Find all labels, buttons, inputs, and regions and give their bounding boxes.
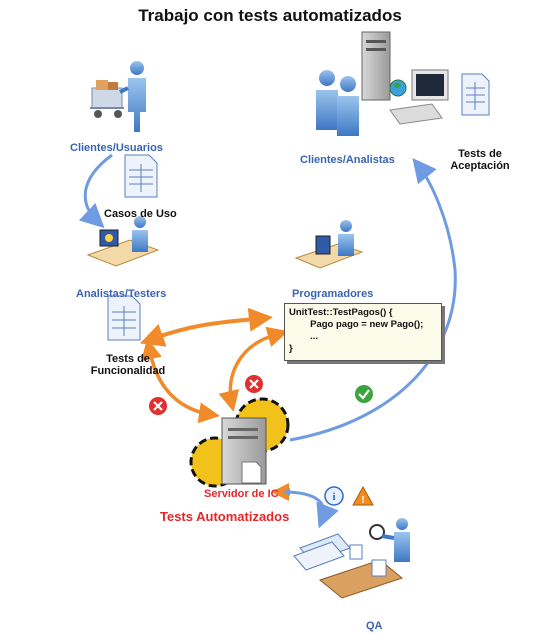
arrow-servidor-to-clientes <box>289 157 457 442</box>
label-servidor-ic: Servidor de IC <box>204 488 279 500</box>
label-tests-aceptacion-line2: Aceptación <box>450 160 510 172</box>
label-clientes-analistas: Clientes/Analistas <box>300 154 395 166</box>
label-tests-aceptacion: Tests de Aceptación <box>440 148 520 172</box>
arrow-funcionalidad-servidor <box>141 338 220 424</box>
qa-conveyor-icon <box>293 518 410 599</box>
arrow-funcionalidad-programadores <box>139 307 273 347</box>
error-icon <box>149 397 167 415</box>
label-tests-funcionalidad-line1: Tests de <box>106 353 150 365</box>
functionality-test-document-icon <box>107 295 141 341</box>
warning-icon: ! <box>352 485 374 506</box>
arrow-programadores-servidor <box>218 326 289 412</box>
error-icon <box>245 375 263 393</box>
checkmark-circle-icon <box>355 385 373 403</box>
code-line-1: UnitTest::TestPagos() { <box>289 307 393 318</box>
code-snippet-box: UnitTest::TestPagos() { Pago pago = new … <box>284 303 442 361</box>
code-line-4: } <box>289 343 293 354</box>
info-icon: i <box>324 486 344 506</box>
code-line-3: ... <box>289 331 319 342</box>
svg-text:!: ! <box>361 495 364 506</box>
use-cases-document-icon <box>124 154 158 198</box>
label-tests-funcionalidad-line2: Funcionalidad <box>90 365 166 377</box>
code-line-2: Pago pago = new Pago(); <box>289 319 424 330</box>
label-qa: QA <box>366 620 383 632</box>
arrow-servidor-qa <box>271 483 339 529</box>
programmer-desk-icon <box>294 220 364 269</box>
label-tests-aceptacion-line1: Tests de <box>458 148 502 160</box>
label-casos-de-uso: Casos de Uso <box>104 208 177 220</box>
label-analistas-testers: Analistas/Testers <box>76 288 167 300</box>
ci-server-gears-icon <box>189 397 290 488</box>
label-tests-automatizados: Tests Automatizados <box>160 509 290 524</box>
clients-analysts-server-icon <box>316 31 449 136</box>
acceptance-test-document-icon <box>461 73 490 116</box>
label-clientes-usuarios: Clientes/Usuarios <box>70 142 163 154</box>
svg-text:i: i <box>332 491 335 503</box>
shopping-cart-person-icon <box>90 61 146 132</box>
arrow-usuarios-to-casos <box>78 153 113 229</box>
diagram-title: Trabajo con tests automatizados <box>138 6 402 25</box>
analyst-desk-icon <box>86 216 160 267</box>
label-programadores: Programadores <box>292 288 374 300</box>
label-tests-funcionalidad: Tests de Funcionalidad <box>80 353 176 377</box>
